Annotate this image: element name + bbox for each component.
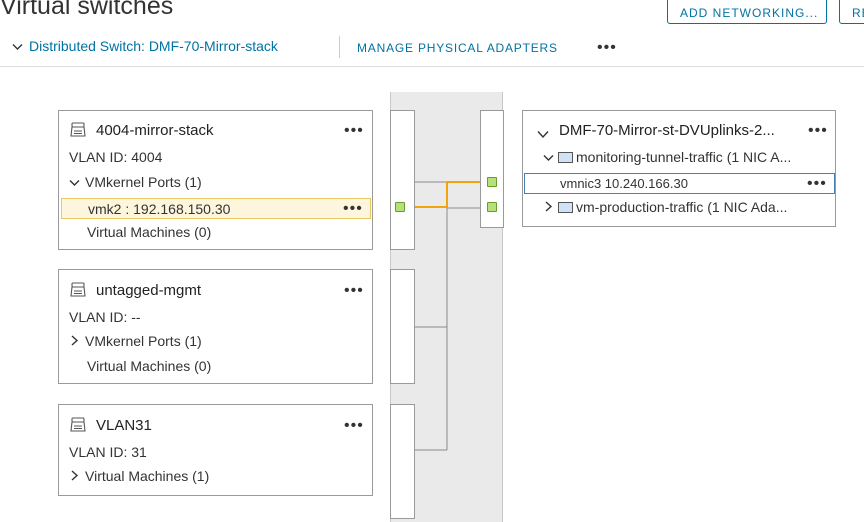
uplinks-title[interactable]: DMF-70-Mirror-st-DVUplinks-2... (559, 122, 775, 139)
vmk-port-icon[interactable] (395, 202, 405, 212)
uplink-group-production[interactable]: vm-production-traffic (1 NIC Ada... (543, 199, 787, 215)
uplink-port-icon[interactable] (487, 177, 497, 187)
port-group-name[interactable]: 4004-mirror-stack (96, 122, 214, 139)
toolbar-more-icon[interactable]: ••• (597, 39, 617, 56)
virtual-machines-label[interactable]: Virtual Machines (0) (87, 358, 212, 374)
switch-toolbar (0, 36, 864, 67)
uplinks-card[interactable]: DMF-70-Mirror-st-DVUplinks-2... ••• moni… (522, 110, 836, 227)
vmk-row-label: vmk2 : 192.168.150.30 (88, 201, 231, 217)
port-group-name[interactable]: untagged-mgmt (96, 282, 202, 299)
distributed-switch-label: Distributed Switch: DMF-70-Mirror-stack (29, 38, 278, 54)
port-group-card[interactable]: untagged-mgmt ••• VLAN ID: -- VMkernel P… (58, 269, 373, 384)
uplink-group-monitoring[interactable]: monitoring-tunnel-traffic (1 NIC A... (543, 149, 791, 165)
chevron-down-icon[interactable] (537, 126, 549, 144)
refresh-button[interactable]: REFRESH (839, 0, 864, 24)
port-group-card[interactable]: 4004-mirror-stack ••• VLAN ID: 4004 VMke… (58, 110, 373, 250)
uplink-group-label: vm-production-traffic (1 NIC Ada... (576, 199, 788, 215)
vlan-id: VLAN ID: -- (69, 309, 141, 325)
distributed-switch-selector[interactable]: Distributed Switch: DMF-70-Mirror-stack (12, 38, 278, 54)
port-group-connector (390, 269, 415, 384)
vmkernel-ports-toggle[interactable]: VMkernel Ports (1) (69, 174, 202, 190)
chevron-right-icon (543, 199, 558, 215)
uplink-port-icon[interactable] (487, 202, 497, 212)
nic-icon (558, 202, 573, 213)
toolbar-divider (339, 36, 340, 58)
virtual-machines-toggle[interactable]: Virtual Machines (1) (69, 468, 209, 484)
port-group-card[interactable]: VLAN31 ••• VLAN ID: 31 Virtual Machines … (58, 404, 373, 496)
virtual-machines-label[interactable]: Virtual Machines (0) (87, 224, 212, 240)
vlan-id: VLAN ID: 31 (69, 444, 147, 460)
port-group-icon (69, 282, 87, 303)
port-group-connector (390, 404, 415, 519)
chevron-right-icon (69, 468, 85, 484)
vmkernel-ports-toggle[interactable]: VMkernel Ports (1) (69, 333, 202, 349)
vmkernel-ports-label: VMkernel Ports (1) (85, 174, 202, 190)
vmnic-row-label: vmnic3 10.240.166.30 (560, 176, 688, 191)
manage-physical-adapters-button[interactable]: MANAGE PHYSICAL ADAPTERS (357, 41, 558, 55)
vlan-id: VLAN ID: 4004 (69, 149, 163, 165)
port-group-more-icon[interactable]: ••• (344, 282, 364, 299)
port-group-icon (69, 417, 87, 438)
vmk-row[interactable]: vmk2 : 192.168.150.30 ••• (61, 198, 371, 219)
add-networking-button[interactable]: ADD NETWORKING... (667, 0, 827, 24)
page-title: Virtual switches (0, 0, 174, 20)
port-group-connector (390, 110, 415, 250)
vmnic-row[interactable]: vmnic3 10.240.166.30 ••• (524, 173, 835, 194)
port-group-more-icon[interactable]: ••• (344, 417, 364, 434)
port-group-name[interactable]: VLAN31 (96, 417, 152, 434)
chevron-down-icon (12, 38, 23, 54)
port-group-icon (69, 122, 87, 143)
vmk-more-icon[interactable]: ••• (343, 200, 363, 217)
virtual-machines-label: Virtual Machines (1) (85, 468, 210, 484)
port-group-more-icon[interactable]: ••• (344, 122, 364, 139)
chevron-down-icon (69, 174, 85, 190)
nic-icon (558, 152, 573, 163)
vmnic-more-icon[interactable]: ••• (807, 175, 827, 192)
chevron-down-icon (543, 149, 558, 165)
uplink-group-label: monitoring-tunnel-traffic (1 NIC A... (576, 149, 792, 165)
chevron-right-icon (69, 333, 85, 349)
uplinks-more-icon[interactable]: ••• (808, 122, 828, 139)
vmkernel-ports-label: VMkernel Ports (1) (85, 333, 202, 349)
